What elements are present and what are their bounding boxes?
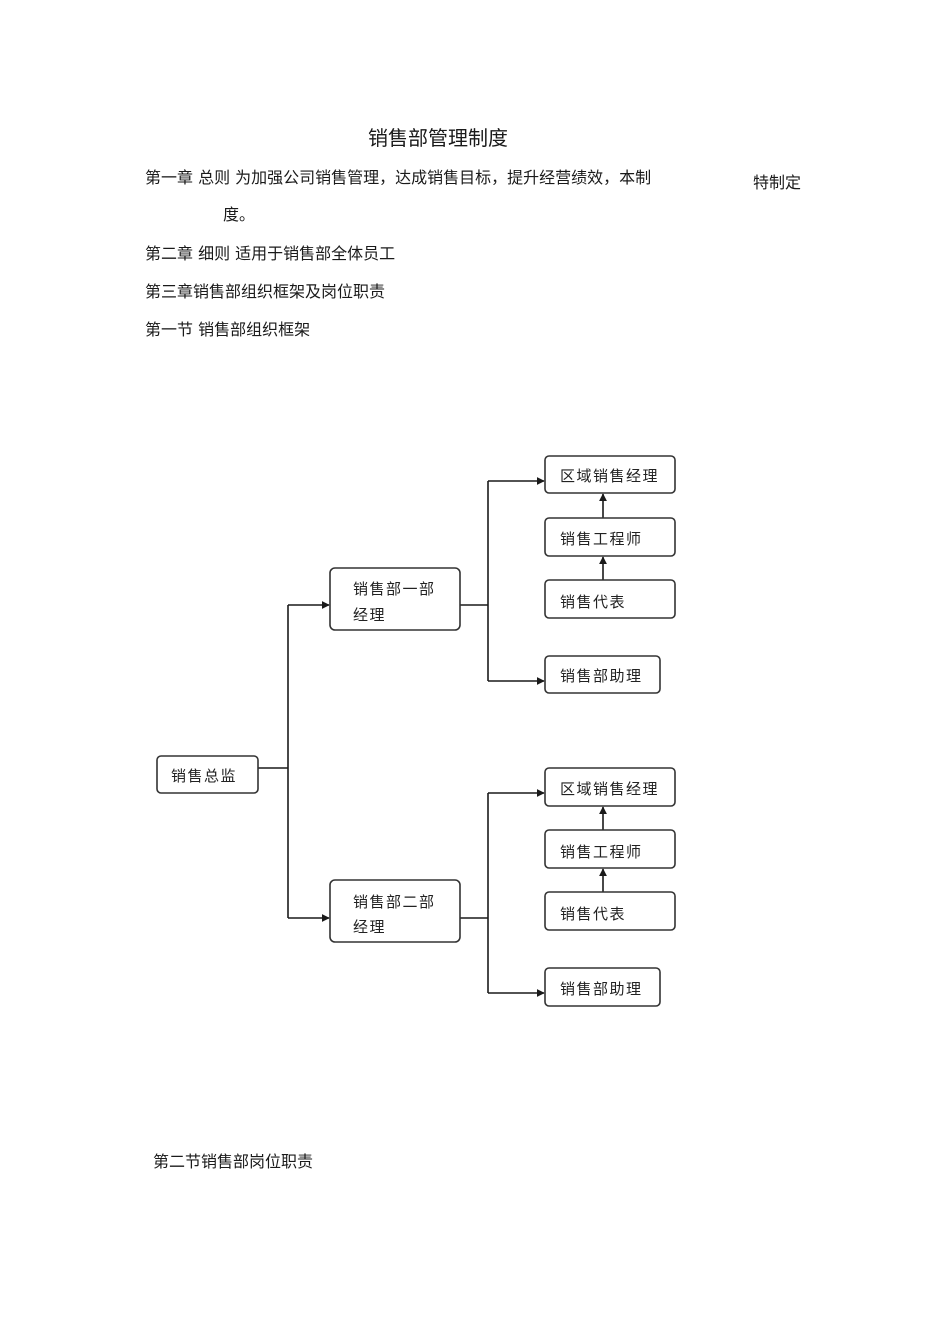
- org-node-dept2-regional-manager: 区域销售经理: [544, 767, 676, 807]
- org-node-label: 区域销售经理: [560, 780, 659, 798]
- org-node-label: 区域销售经理: [560, 467, 659, 485]
- org-node-label: 经理: [353, 606, 386, 624]
- org-node-sales-director: 销售总监: [156, 755, 259, 794]
- chapter1-continuation: 度。: [223, 205, 256, 224]
- org-node-dept2-representative: 销售代表: [544, 891, 676, 931]
- org-node-label: 销售总监: [171, 767, 237, 785]
- dept1-connectors: [460, 477, 607, 685]
- dept2-connectors: [460, 789, 607, 997]
- document-title: 销售部管理制度: [368, 126, 508, 150]
- org-node-label: 销售部助理: [560, 667, 643, 685]
- root-connectors: [258, 601, 330, 922]
- org-node-label: 销售代表: [560, 905, 626, 923]
- org-node-dept2-assistant: 销售部助理: [544, 967, 661, 1007]
- chapter1-text: 第一章 总则 为加强公司销售管理，达成销售目标，提升经营绩效，本制: [145, 168, 652, 187]
- org-node-dept1-regional-manager: 区域销售经理: [544, 455, 676, 494]
- org-node-dept2-manager: 销售部二部 经理: [329, 879, 461, 943]
- chapter3-heading: 第三章销售部组织框架及岗位职责: [145, 282, 386, 301]
- org-node-dept2-engineer: 销售工程师: [544, 829, 676, 869]
- chapter2-text: 第二章 细则 适用于销售部全体员工: [145, 244, 396, 263]
- org-node-label: 销售工程师: [560, 530, 643, 548]
- org-node-label: 经理: [353, 918, 386, 936]
- org-node-dept1-assistant: 销售部助理: [544, 655, 661, 694]
- section1-heading: 第一节 销售部组织框架: [145, 320, 311, 339]
- org-node-dept1-representative: 销售代表: [544, 579, 676, 619]
- org-node-label: 销售部一部: [353, 580, 436, 598]
- org-node-label: 销售部助理: [560, 980, 643, 998]
- org-node-label: 销售工程师: [560, 843, 643, 861]
- chapter1-aside-text: 特制定: [753, 173, 802, 192]
- org-node-label: 销售代表: [560, 593, 626, 611]
- org-node-dept1-engineer: 销售工程师: [544, 517, 676, 557]
- section2-heading: 第二节销售部岗位职责: [153, 1152, 314, 1171]
- org-node-dept1-manager: 销售部一部 经理: [329, 567, 461, 631]
- org-node-label: 销售部二部: [353, 893, 436, 911]
